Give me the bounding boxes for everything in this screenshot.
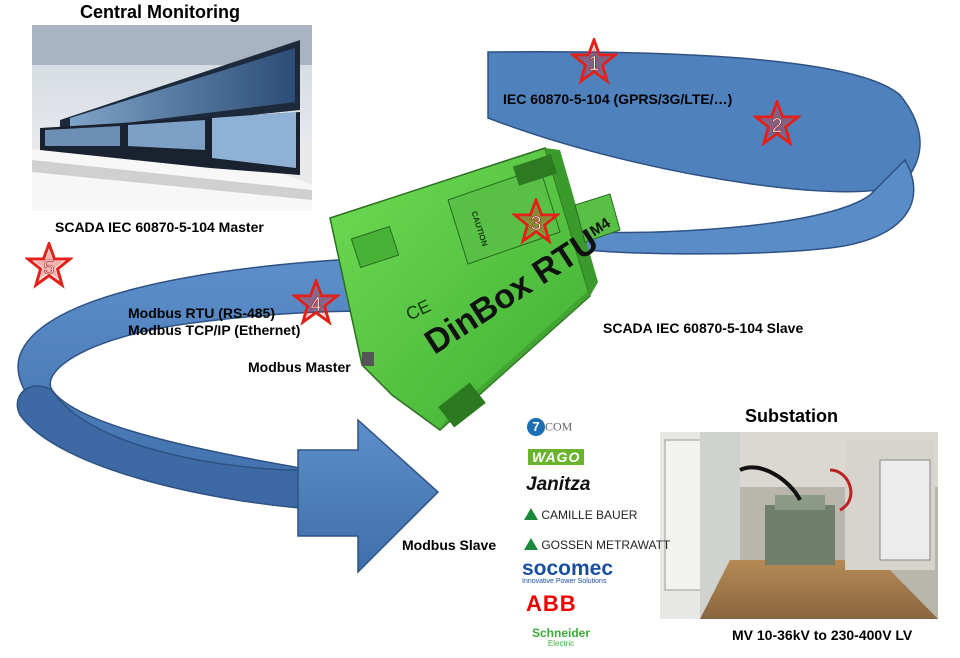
ribbon-arrow-lower [16,257,440,574]
step-4-star-icon: 4 [292,279,340,326]
step-5-star-icon: 5 [25,242,73,289]
schneider-sub: Electric [547,639,575,648]
gossen-triangle-icon [524,538,538,550]
logo-gossen-metrawatt: GOSSEN METRAWATT [524,538,670,552]
central-monitoring-title: Central Monitoring [80,2,240,22]
svg-text:5: 5 [43,257,54,279]
schneider-text: Schneider [532,626,591,640]
step-2-star-icon: 2 [753,100,801,147]
iec-link-label: IEC 60870-5-104 (GPRS/3G/LTE/…) [503,91,733,107]
substation-title: Substation [745,406,838,426]
step-3-star-icon: 3 [512,198,560,245]
logo-schneider: Schneider Electric [532,627,590,648]
voltage-label: MV 10-36kV to 230-400V LV [732,627,913,643]
modbus-rtu-label: Modbus RTU (RS-485) [128,305,275,321]
camille-text: CAMILLE BAUER [541,508,638,522]
svg-text:3: 3 [530,213,541,235]
svg-text:4: 4 [310,294,321,316]
socomec-text: socomec [522,557,614,580]
7com-text: COM [545,419,573,434]
substation-photo [660,432,938,619]
logo-janitza: Janitza [526,474,591,495]
modbus-connector [362,352,374,366]
step-1-star-icon: 1 [570,38,618,85]
logo-camille-bauer: CAMILLE BAUER [524,508,637,522]
svg-text:2: 2 [771,115,782,137]
dinbox-rtu-device [329,147,621,431]
control-room-photo [32,25,312,211]
logo-socomec: socomec Innovative Power Solutions [522,557,614,586]
ribbon-arrow-upper [487,51,921,255]
camille-triangle-icon [524,508,538,520]
caution-label [447,167,561,265]
7com-circle-icon: 7 [527,418,545,436]
arrow-head [297,418,440,574]
logo-wago: WAGO [528,449,585,465]
modbus-master-label: Modbus Master [248,359,351,375]
socomec-tagline: Innovative Power Solutions [522,578,607,585]
svg-text:1: 1 [588,53,599,75]
logo-abb: ABB [526,591,577,616]
scada-slave-label: SCADA IEC 60870-5-104 Slave [603,320,804,336]
gossen-text: GOSSEN METRAWATT [541,538,671,552]
scada-master-label: SCADA IEC 60870-5-104 Master [55,219,264,235]
modbus-tcp-label: Modbus TCP/IP (Ethernet) [128,322,301,338]
modbus-slave-label: Modbus Slave [402,537,497,553]
